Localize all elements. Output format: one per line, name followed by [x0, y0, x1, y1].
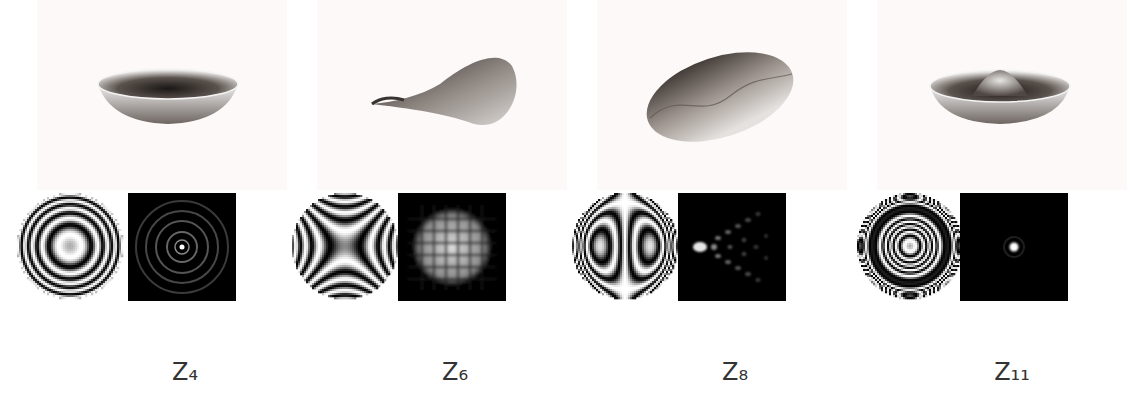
spherical-psf	[960, 193, 1068, 301]
surface-panel	[317, 0, 567, 190]
term-label: Z₆	[442, 360, 468, 384]
spherical-surface	[930, 70, 1070, 124]
term-label: Z₄	[172, 360, 198, 384]
interferogram	[292, 193, 398, 299]
surface-panel	[877, 0, 1127, 190]
defocus-surface	[98, 69, 238, 124]
surface-panel	[597, 0, 847, 190]
coma-surface	[635, 35, 804, 158]
term-label: Z₈	[722, 360, 748, 384]
defocus-psf	[128, 193, 236, 301]
term-label: Z₁₁	[994, 360, 1030, 384]
coma-psf	[678, 193, 786, 301]
surface-panel	[37, 0, 287, 190]
astigmatism-psf	[398, 193, 506, 301]
interferogram	[572, 193, 678, 299]
interferogram	[857, 193, 963, 299]
astigmatism-surface	[372, 58, 517, 125]
interferogram	[17, 193, 123, 299]
